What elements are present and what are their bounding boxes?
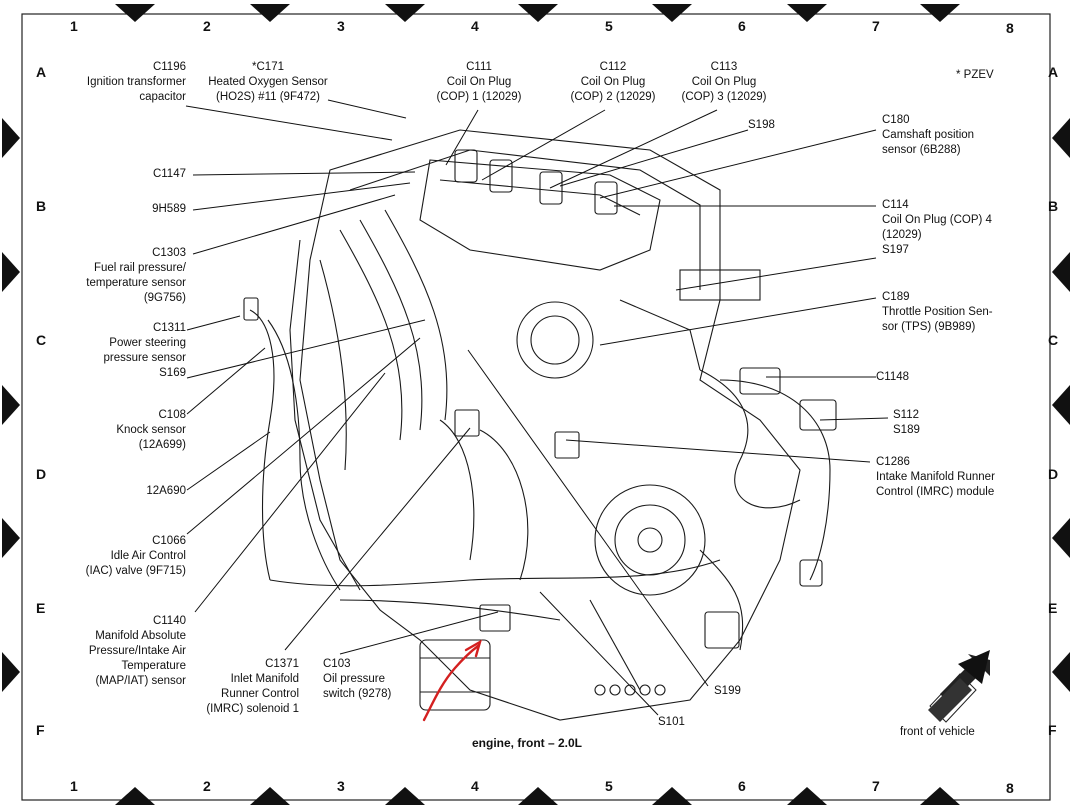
grid-row-b: B — [36, 198, 47, 214]
grid-col-2-bottom: 2 — [203, 778, 211, 794]
grid-row-e-right: E — [1048, 600, 1058, 616]
registration-triangle-icon — [2, 4, 1070, 805]
grid-col-6: 6 — [738, 18, 746, 34]
label-9h589: 9H589 — [152, 203, 186, 215]
grid-col-5-bottom: 5 — [605, 778, 613, 794]
grid-row-f: F — [36, 722, 45, 738]
grid-row-a-right: A — [1048, 64, 1059, 80]
grid-row-c: C — [36, 332, 47, 348]
diagram-caption: engine, front – 2.0L — [472, 736, 583, 750]
label-s199: S199 — [714, 685, 741, 697]
grid-col-8-bottom: 8 — [1006, 780, 1014, 796]
pzev-note: * PZEV — [956, 69, 994, 81]
label-c1148: C1148 — [876, 371, 910, 383]
label-12a690: 12A690 — [146, 485, 186, 497]
grid-col-7: 7 — [872, 18, 880, 34]
grid-col-6-bottom: 6 — [738, 778, 746, 794]
grid-col-8: 8 — [1006, 20, 1014, 36]
grid-col-4-bottom: 4 — [471, 778, 479, 794]
grid-row-d-right: D — [1048, 466, 1059, 482]
front-of-vehicle-label: front of vehicle — [900, 726, 975, 738]
grid-row-d: D — [36, 466, 47, 482]
label-c1147: C1147 — [152, 168, 186, 180]
grid-col-3-bottom: 3 — [337, 778, 345, 794]
grid-col-2: 2 — [203, 18, 211, 34]
grid-col-4: 4 — [471, 18, 479, 34]
grid-col-1: 1 — [70, 18, 78, 34]
grid-row-a: A — [36, 64, 47, 80]
grid-col-5: 5 — [605, 18, 613, 34]
label-s198: S198 — [748, 119, 775, 131]
label-s101: S101 — [658, 716, 685, 728]
grid-col-1-bottom: 1 — [70, 778, 78, 794]
red-annotation-arrow — [422, 639, 482, 722]
grid-row-f-right: F — [1048, 722, 1057, 738]
front-of-vehicle-arrow-icon — [928, 650, 990, 723]
grid-row-c-right: C — [1048, 332, 1059, 348]
grid-row-e: E — [36, 600, 46, 616]
grid-col-7-bottom: 7 — [872, 778, 880, 794]
grid-row-b-right: B — [1048, 198, 1059, 214]
grid-col-3: 3 — [337, 18, 345, 34]
